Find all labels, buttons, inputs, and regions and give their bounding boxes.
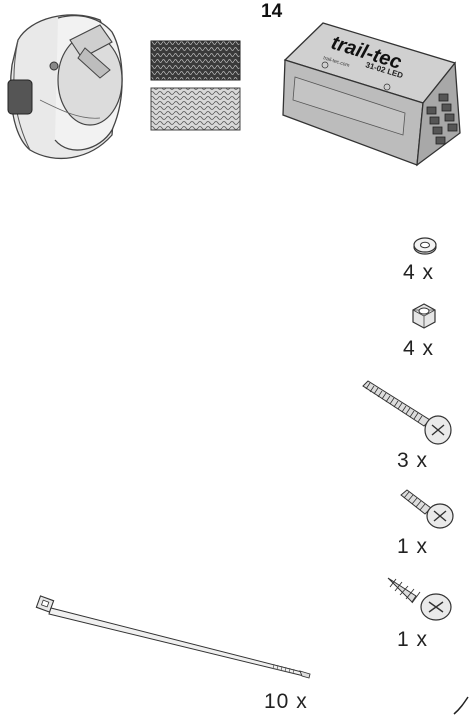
item-number: 14 <box>261 1 283 22</box>
washer-qty: 4 x <box>403 261 435 284</box>
cable-tie-qty: 10 x <box>264 690 308 713</box>
hex-nut-icon <box>410 302 438 330</box>
short-screw-qty: 1 x <box>397 535 429 558</box>
washer-icon <box>412 236 438 256</box>
corner-mark <box>452 696 470 715</box>
short-bolt-icon <box>398 488 458 530</box>
long-screw-qty: 3 x <box>397 449 429 472</box>
trailer-socket-icon <box>0 0 135 175</box>
control-module-icon: trail-tec 31-02 LED trail-tec.com <box>275 15 470 175</box>
nut-qty: 4 x <box>403 337 435 360</box>
cable-tie-icon <box>34 594 314 684</box>
velcro-strips-icon <box>150 40 242 132</box>
tapping-screw-icon <box>386 574 458 624</box>
long-bolt-icon <box>358 378 458 448</box>
tapping-screw-qty: 1 x <box>397 628 429 651</box>
